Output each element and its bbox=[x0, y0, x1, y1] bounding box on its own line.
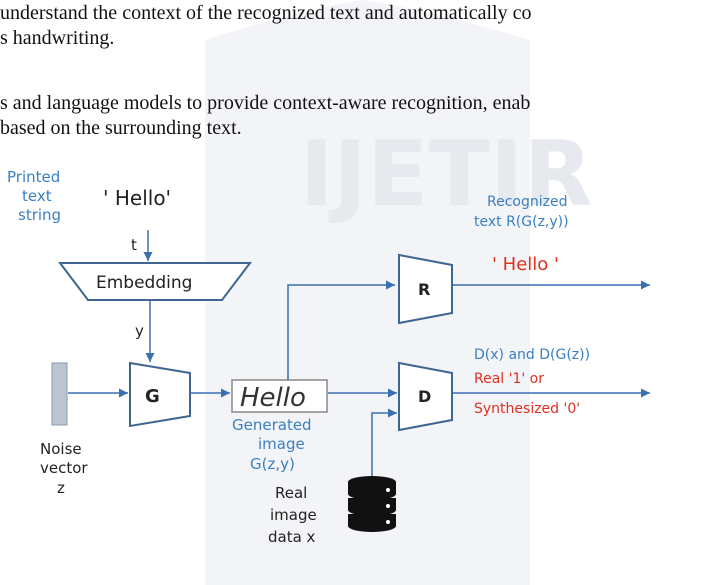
noise-label-2: vector bbox=[40, 459, 88, 477]
discriminator-block bbox=[398, 361, 453, 432]
generated-label-1: Generated bbox=[232, 416, 312, 434]
hello-output-text: ' Hello ' bbox=[492, 254, 559, 275]
noise-vector-bar bbox=[51, 362, 68, 426]
watermark-text: IJETIR bbox=[300, 122, 593, 227]
generated-image-box bbox=[231, 379, 328, 413]
recognizer-block bbox=[398, 253, 453, 325]
y-label: y bbox=[135, 322, 144, 340]
noise-label-3: z bbox=[57, 479, 65, 497]
real-data-label-3: data x bbox=[268, 528, 316, 546]
handwritten-word: Hello bbox=[240, 383, 306, 413]
gan-architecture-figure: Printed text string ' Hello' t Embedding… bbox=[7, 168, 650, 546]
synthesized-label: Synthesized '0' bbox=[474, 401, 580, 417]
generator-block bbox=[129, 361, 191, 428]
real-label: Real '1' or bbox=[474, 371, 544, 387]
recognizer-label: R bbox=[418, 280, 430, 299]
recognized-label-1: Recognized bbox=[487, 194, 567, 210]
body-text-line-3: s and language models to provide context… bbox=[0, 92, 531, 114]
printed-text-label-1: Printed bbox=[7, 168, 60, 186]
real-data-label-2: image bbox=[270, 506, 317, 524]
real-data-label-1: Real bbox=[275, 484, 307, 502]
embedding-label: Embedding bbox=[96, 273, 192, 293]
recognized-label-2: text R(G(z,y)) bbox=[474, 214, 569, 230]
t-label: t bbox=[131, 236, 137, 254]
discriminator-output-label: D(x) and D(G(z)) bbox=[474, 347, 590, 363]
body-text-line-2: s handwriting. bbox=[0, 27, 115, 49]
generated-label-2: image bbox=[258, 435, 305, 453]
generated-label-3: G(z,y) bbox=[250, 455, 295, 473]
body-text-line-4: based on the surrounding text. bbox=[0, 117, 242, 139]
hello-input-text: ' Hello' bbox=[103, 186, 171, 210]
printed-text-label-2: text bbox=[22, 187, 52, 205]
real-data-to-discriminator-line bbox=[371, 408, 397, 478]
noise-label-1: Noise bbox=[40, 440, 82, 458]
image-to-recognizer-line bbox=[287, 280, 395, 380]
embedding-block bbox=[57, 262, 253, 301]
body-text-line-1: understand the context of the recognized… bbox=[0, 2, 532, 24]
generator-label: G bbox=[145, 386, 160, 407]
printed-text-label-3: string bbox=[18, 206, 61, 224]
discriminator-label: D bbox=[418, 387, 431, 406]
database-icon bbox=[348, 476, 396, 532]
